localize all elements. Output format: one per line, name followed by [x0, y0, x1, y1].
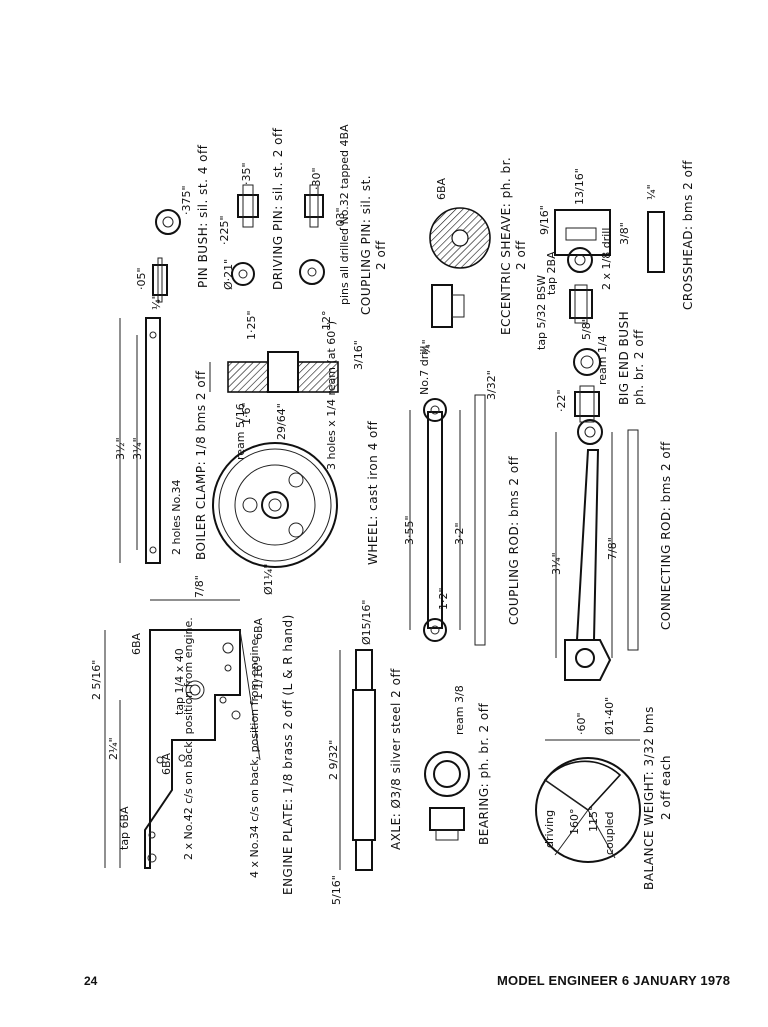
- label-coupled: coupled: [603, 811, 616, 855]
- note-6ba-mid: 6BA: [160, 752, 173, 775]
- wheel-drawing: 1·6" 1·25" 29/64" 12° Ø1¼" 3/16" ream 5/…: [209, 310, 380, 595]
- dim-quarter-crosshead: ¼": [645, 184, 658, 200]
- eccentric-sheave-drawing: 6BA ¾" ECCENTRIC SHEAVE: ph. br. 2 off: [420, 157, 528, 355]
- eccentric-sheave-qty: 2 off: [514, 240, 528, 270]
- dim-axle-dia: 5/16": [330, 875, 343, 905]
- dim-3-5: 3½": [114, 437, 127, 460]
- dim-9-16: 9/16": [538, 205, 551, 235]
- note-tap-2ba: tap 2BA: [545, 251, 558, 295]
- axle-drawing: 2 9/32" Ø15/16" 5/16" AXLE: Ø3/8 silver …: [327, 600, 403, 905]
- dim-22: ·22": [555, 389, 568, 412]
- dim-2-25: 2¼": [107, 737, 120, 760]
- bearing-title: BEARING: ph. br. 2 off: [477, 703, 491, 845]
- coupling-pin-title: COUPLING PIN: sil. st.: [359, 175, 373, 315]
- note-pins-all: pins all drilled No.32 tapped 4BA: [338, 124, 351, 305]
- dim-1-1-16: 1 1/16": [252, 660, 265, 700]
- big-end-bush-drawing: ·22" ream 1/4 BIG END BUSH ph. br. 2 off: [555, 311, 646, 423]
- pin-bush-drawing: ·05" ·375" PIN BUSH: sil. st. 4 off: [135, 144, 210, 303]
- balance-weight-qty: 2 off each: [659, 755, 673, 820]
- driving-pin-title: DRIVING PIN: sil. st. 2 off: [271, 127, 285, 290]
- crosshead-drawing: 13/16" 9/16" 5/8" 3/8" ¼" tap 2BA 2 x 1/…: [535, 160, 695, 350]
- balance-weight-title: BALANCE WEIGHT: 3/32 bms: [642, 706, 656, 890]
- connecting-rod-drawing: 3¼" 7/8" CONNECTING ROD: bms 2 off: [550, 419, 673, 681]
- note-ream-3-8: ream 3/8: [453, 685, 466, 735]
- dim-375: ·375": [180, 185, 193, 215]
- coupling-rod-drawing: 3·55" 3·2" 1·2" 3/32" No.7 drill COUPLIN…: [403, 346, 521, 646]
- big-end-bush-title: BIG END BUSH: [617, 311, 631, 405]
- note-tap-bsw: tap 5/32 BSW: [535, 275, 548, 350]
- dim-05: ·05": [135, 267, 148, 290]
- dim-3-25: 3¼": [131, 437, 144, 460]
- engine-plate-drawing: 2 5/16" 2¼" 7/8" 1 1/16" tap 6BA 6BA 6BA…: [90, 575, 295, 895]
- coupling-pin-drawing: ·30" ·03" pins all drilled No.32 tapped …: [299, 124, 388, 315]
- engineering-drawing: 2 5/16" 2¼" 7/8" 1 1/16" tap 6BA 6BA 6BA…: [90, 124, 695, 905]
- dim-160deg: 160°: [568, 809, 581, 836]
- dim-wheel-3-16: 3/16": [352, 340, 365, 370]
- dim-5-8: 5/8": [580, 317, 593, 340]
- dim-35: ·35": [240, 162, 253, 185]
- driving-pin-drawing: Ø·21" ·225" ·35" DRIVING PIN: sil. st. 2…: [218, 127, 285, 290]
- pin-bush-title: PIN BUSH: sil. st. 4 off: [196, 144, 210, 288]
- balance-weight-drawing: driving coupled 160° 115° ·60" Ø1·40" BA…: [535, 697, 673, 890]
- dim-13-16: 13/16": [573, 168, 586, 205]
- note-6ba-upper: 6BA: [130, 632, 143, 655]
- dim-140: Ø1·40": [603, 697, 616, 735]
- note-no7-drill: No.7 drill: [418, 346, 431, 395]
- dim-12deg: 12°: [320, 311, 333, 331]
- note-tap-quarter-40: tap 1/4 x 40: [173, 648, 186, 715]
- dim-30: ·30": [310, 167, 323, 190]
- note-tap-6ba: tap 6BA: [118, 806, 131, 850]
- dim-wheel-dia: Ø1¼": [262, 564, 275, 595]
- dim-03: ·03": [334, 207, 347, 230]
- note-6ba-right: 6BA: [252, 617, 265, 640]
- note-6ba-sheave: 6BA: [435, 177, 448, 200]
- dim-60: ·60": [575, 712, 588, 735]
- engine-plate-title: ENGINE PLATE: 1/8 brass 2 off (L & R han…: [281, 614, 295, 895]
- connecting-rod-title: CONNECTING ROD: bms 2 off: [659, 441, 673, 630]
- dim-7-8-conrod: 7/8": [606, 537, 619, 560]
- crosshead-title: CROSSHEAD: bms 2 off: [681, 160, 695, 310]
- wheel-title: WHEEL: cast iron 4 off: [366, 420, 380, 565]
- dim-3-25-conrod: 3¼": [550, 552, 563, 575]
- label-driving: driving: [543, 810, 556, 848]
- dim-1-2: 1·2": [437, 587, 450, 610]
- coupling-rod-title: COUPLING ROD: bms 2 off: [507, 456, 521, 625]
- bearing-drawing: ream 3/8 BEARING: ph. br. 2 off: [424, 685, 491, 845]
- note-ream-5-16: ream 5/16: [234, 403, 247, 460]
- dim-3-32-rod: 3/32": [485, 370, 498, 400]
- boiler-clamp-title: BOILER CLAMP: 1/8 bms 2 off: [194, 370, 208, 560]
- axle-title: AXLE: Ø3/8 silver steel 2 off: [389, 668, 403, 850]
- note-holes-no42: 2 x No.42 c/s on back, position from eng…: [182, 617, 195, 860]
- dim-1-25-wheel: 1·25": [245, 310, 258, 340]
- note-three-holes: 3 holes x 1/4 ream (at 60°): [325, 321, 338, 470]
- note-ream-quarter: ream 1/4: [596, 335, 609, 385]
- dim-axle-end: Ø15/16": [360, 600, 373, 645]
- dim-3-55: 3·55": [403, 515, 416, 545]
- note-two-holes-no34: 2 holes No.34: [170, 479, 183, 555]
- boiler-clamp-drawing: 3½" 3¼" ¼" 2 holes No.34 BOILER CLAMP: 1…: [114, 294, 208, 564]
- dim-225: ·225": [218, 215, 231, 245]
- dim-sheave-3-4: ¾": [420, 339, 433, 355]
- eccentric-sheave-title: ECCENTRIC SHEAVE: ph. br.: [499, 157, 513, 335]
- dim-29-64: 29/64": [275, 403, 288, 440]
- dim-axle-length: 2 9/32": [327, 740, 340, 780]
- coupling-pin-qty: 2 off: [374, 240, 388, 270]
- page-number: 24: [84, 974, 98, 988]
- dim-2-5-16: 2 5/16": [90, 660, 103, 700]
- big-end-bush-qty: ph. br. 2 off: [632, 329, 646, 405]
- note-drill-2x: 2 x 1/8 drill: [600, 228, 613, 290]
- dim-3-2: 3·2": [453, 522, 466, 545]
- dim-1-6: 1·6": [240, 402, 253, 425]
- footer-title: MODEL ENGINEER 6 JANUARY 1978: [497, 973, 731, 988]
- dim-3-8: 3/8": [618, 222, 631, 245]
- dim-115deg: 115°: [587, 806, 600, 833]
- dim-7-8-top: 7/8": [193, 575, 206, 598]
- note-holes-no34: 4 x No.34 c/s on back, position from eng…: [248, 635, 261, 878]
- dim-clamp-quarter: ¼": [150, 294, 163, 310]
- dim-21: Ø·21": [222, 259, 235, 290]
